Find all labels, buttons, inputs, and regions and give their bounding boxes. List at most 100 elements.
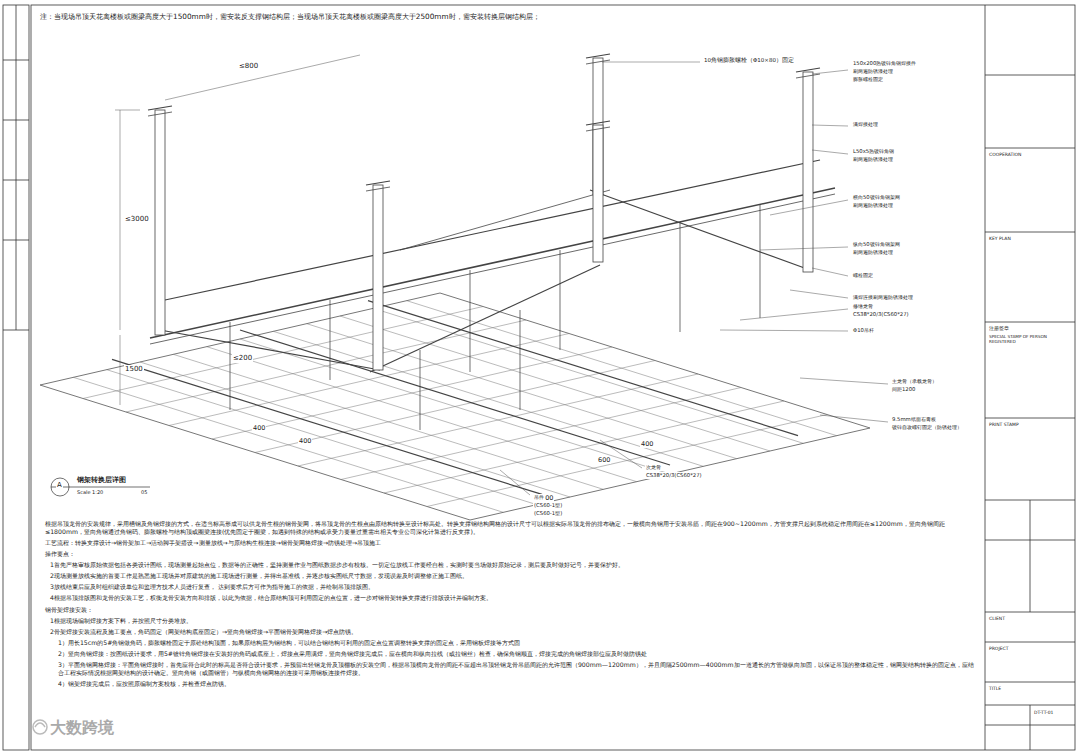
watermark: 大数跨境 bbox=[50, 718, 114, 739]
body-text: 根据吊顶龙骨的安装规律，采用槽钢及角钢焊接的方式，在适当标高形成可以供龙骨生根的… bbox=[45, 520, 975, 536]
drawing-line bbox=[760, 205, 761, 318]
body-text: 1根据现场编制焊接方案下料，并按照尺寸分类堆放。 bbox=[50, 617, 975, 625]
dimension: 1500 bbox=[124, 365, 144, 374]
callout-text: 刷两遍防锈漆处理 bbox=[852, 156, 894, 163]
drawing-line bbox=[796, 74, 820, 78]
title-block-text: TITLE bbox=[989, 686, 1001, 692]
drawing-line bbox=[83, 307, 483, 399]
drawing-line bbox=[140, 362, 570, 497]
note: 注：当现场吊顶天花离楼板或圈梁高度大于1500mm时，需安装反支撑钢结构层；当现… bbox=[40, 12, 540, 21]
drawing-line bbox=[370, 265, 600, 372]
body-text: 3）平面角钢网格焊接：平面角钢焊接时，首先应符合此时的标高是否符合设计要求，并预… bbox=[58, 661, 975, 677]
body-text: 3放线结束后应及时组织建设单位和监理方技术人员进行复查， 达到要求后方可作为指导… bbox=[50, 583, 975, 591]
drawing-line bbox=[400, 190, 610, 250]
drawing-line bbox=[420, 350, 421, 430]
drawing-line bbox=[165, 160, 820, 300]
drawing-line bbox=[307, 324, 737, 459]
drawing-line bbox=[40, 385, 470, 520]
callout-text: 满焊接处理 bbox=[852, 121, 879, 128]
callout-text: Scale 1:20 bbox=[76, 489, 104, 496]
callout-text: 刷两遍防锈漆处理 bbox=[852, 249, 894, 256]
title-block-text: CLIENT bbox=[989, 616, 1005, 622]
drawing-line bbox=[150, 194, 835, 344]
title-block-text: DT-TT-01 bbox=[1034, 710, 1053, 716]
drawing-line bbox=[73, 377, 503, 512]
title-block-text: KEY PLAN bbox=[989, 236, 1011, 242]
drawing-line bbox=[680, 222, 681, 332]
callout-text: 横向50镀锌角钢架网 bbox=[852, 194, 901, 201]
drawing-line bbox=[373, 308, 803, 443]
drawing-line bbox=[560, 250, 561, 350]
callout-text: 螺栓固定 bbox=[852, 272, 874, 279]
drawing-line bbox=[240, 330, 670, 465]
drawing-line bbox=[586, 121, 610, 125]
callout-text: A bbox=[56, 481, 63, 490]
drawing-line bbox=[207, 347, 637, 482]
drawing-line bbox=[368, 301, 798, 436]
drawing-line bbox=[586, 127, 610, 131]
body-text: 钢骨架焊接安装： bbox=[45, 606, 975, 614]
callout-text: Φ10吊杆 bbox=[852, 327, 875, 334]
dimension: ≤800 bbox=[238, 62, 259, 71]
callout-text: 150x200热镀锌角钢焊接件 bbox=[852, 60, 917, 67]
body-text: 1首先严格审核原始依据包括各类设计图纸，现场测量起始点位，数据等的正确性，坚持测… bbox=[50, 561, 975, 569]
dimension: 400 bbox=[640, 440, 654, 448]
drawing-line bbox=[148, 112, 172, 116]
callout-text: 吊件 bbox=[533, 494, 545, 501]
dimension: 400 bbox=[298, 437, 312, 445]
callout-text: 修缮龙骨 bbox=[852, 303, 874, 310]
callout-text: 膨胀螺栓固定 bbox=[852, 76, 884, 83]
callout-text: (CS60-1型) bbox=[533, 502, 563, 509]
callout-text: 10角钢膨胀螺栓（Φ10×80）固定 bbox=[703, 57, 795, 64]
drawing-line bbox=[586, 54, 610, 58]
body-text: 工艺流程：转换支撑设计→钢骨架加工→活动脚手架搭设→测量放线→与原结构生根连接→… bbox=[45, 539, 975, 547]
dimension: ≤200 bbox=[232, 354, 253, 363]
callout-text: 刷两遍防锈漆处理 bbox=[852, 68, 894, 75]
callout-text: 次龙骨 bbox=[645, 464, 662, 471]
drawing-line bbox=[107, 370, 537, 505]
title-block-text: SPECIAL STAMP OF PERSON REGISTERED bbox=[989, 334, 1069, 345]
drawing-line bbox=[340, 316, 770, 451]
drawing-line bbox=[112, 359, 542, 494]
drawing-line bbox=[796, 68, 820, 72]
body-text: 2）竖向角钢焊接：按图纸设计要求，用5#镀锌角钢焊接在安装好的角码或底座上，焊接… bbox=[58, 650, 975, 658]
drawing-line bbox=[366, 181, 390, 185]
steel-post bbox=[155, 110, 165, 335]
title-block-text: COOPERATION bbox=[989, 152, 1021, 158]
drawing-line bbox=[366, 187, 390, 191]
callout-text: CS38*20/3(CS60*27) bbox=[852, 311, 910, 318]
drawing-line bbox=[407, 301, 837, 436]
drawing-line bbox=[273, 331, 703, 466]
body-text: 2骨架焊接安装流程及施工要点，角码固定（网架结构底座固定）→竖向角钢焊接→平面钢… bbox=[50, 628, 975, 636]
drawing-line bbox=[160, 330, 380, 370]
body-text: 2现场测量放线实施的首要工作是熟悉施工现场并对原建筑的施工现场进行测量，并得出基… bbox=[50, 572, 975, 580]
steel-post bbox=[593, 125, 603, 262]
callout-text: 05 bbox=[140, 489, 148, 496]
callout-text: 间距1200 bbox=[891, 386, 916, 393]
callout-text: 钢架转换层详图 bbox=[76, 476, 127, 484]
dimension: ≤3000 bbox=[124, 215, 150, 224]
callout-text: 主龙骨（承载龙骨） bbox=[891, 378, 938, 385]
body-text: 4）钢架焊接完成后，应按照原编制方案校核，并检查焊点防锈。 bbox=[58, 680, 975, 688]
drawing-line bbox=[470, 428, 870, 520]
callout-text: CS38*20/3(CS60*27) bbox=[645, 472, 703, 479]
body-text: 4根据吊顶排版图和龙骨的安装工艺，权衡龙骨安装方向和排版，以此为依据，结合原结构… bbox=[50, 594, 975, 602]
title-block-text: 注册签章 bbox=[989, 326, 1009, 332]
callout-text: 刷两遍防锈漆处理 bbox=[852, 202, 894, 209]
drawing-line bbox=[173, 354, 603, 489]
callout-text: L50x5热镀锌角钢 bbox=[852, 148, 895, 155]
callout-text: 纵向50镀锌角钢架网 bbox=[852, 241, 901, 248]
drawing-line bbox=[520, 310, 521, 410]
dimension: 600 bbox=[597, 456, 611, 464]
callout-text: 9.5mm纸面石膏板 bbox=[891, 416, 937, 423]
drawing-line bbox=[590, 190, 810, 270]
drawing-line bbox=[240, 339, 670, 474]
dimension: 400 bbox=[252, 424, 266, 432]
body-text: 1）用长15cm的5#角钢做角码，膨胀螺栓固定于原砼结构顶面，如果原结构层为钢结… bbox=[58, 639, 975, 647]
drawing-line bbox=[440, 293, 870, 428]
callout-text: 镀锌自攻螺钉固定（防锈处理） bbox=[891, 424, 963, 431]
drawing-line bbox=[330, 300, 331, 380]
steel-post bbox=[373, 185, 383, 370]
callout-text: 满焊连接刷两遍防锈漆处理 bbox=[852, 294, 914, 301]
steel-post bbox=[803, 72, 813, 272]
